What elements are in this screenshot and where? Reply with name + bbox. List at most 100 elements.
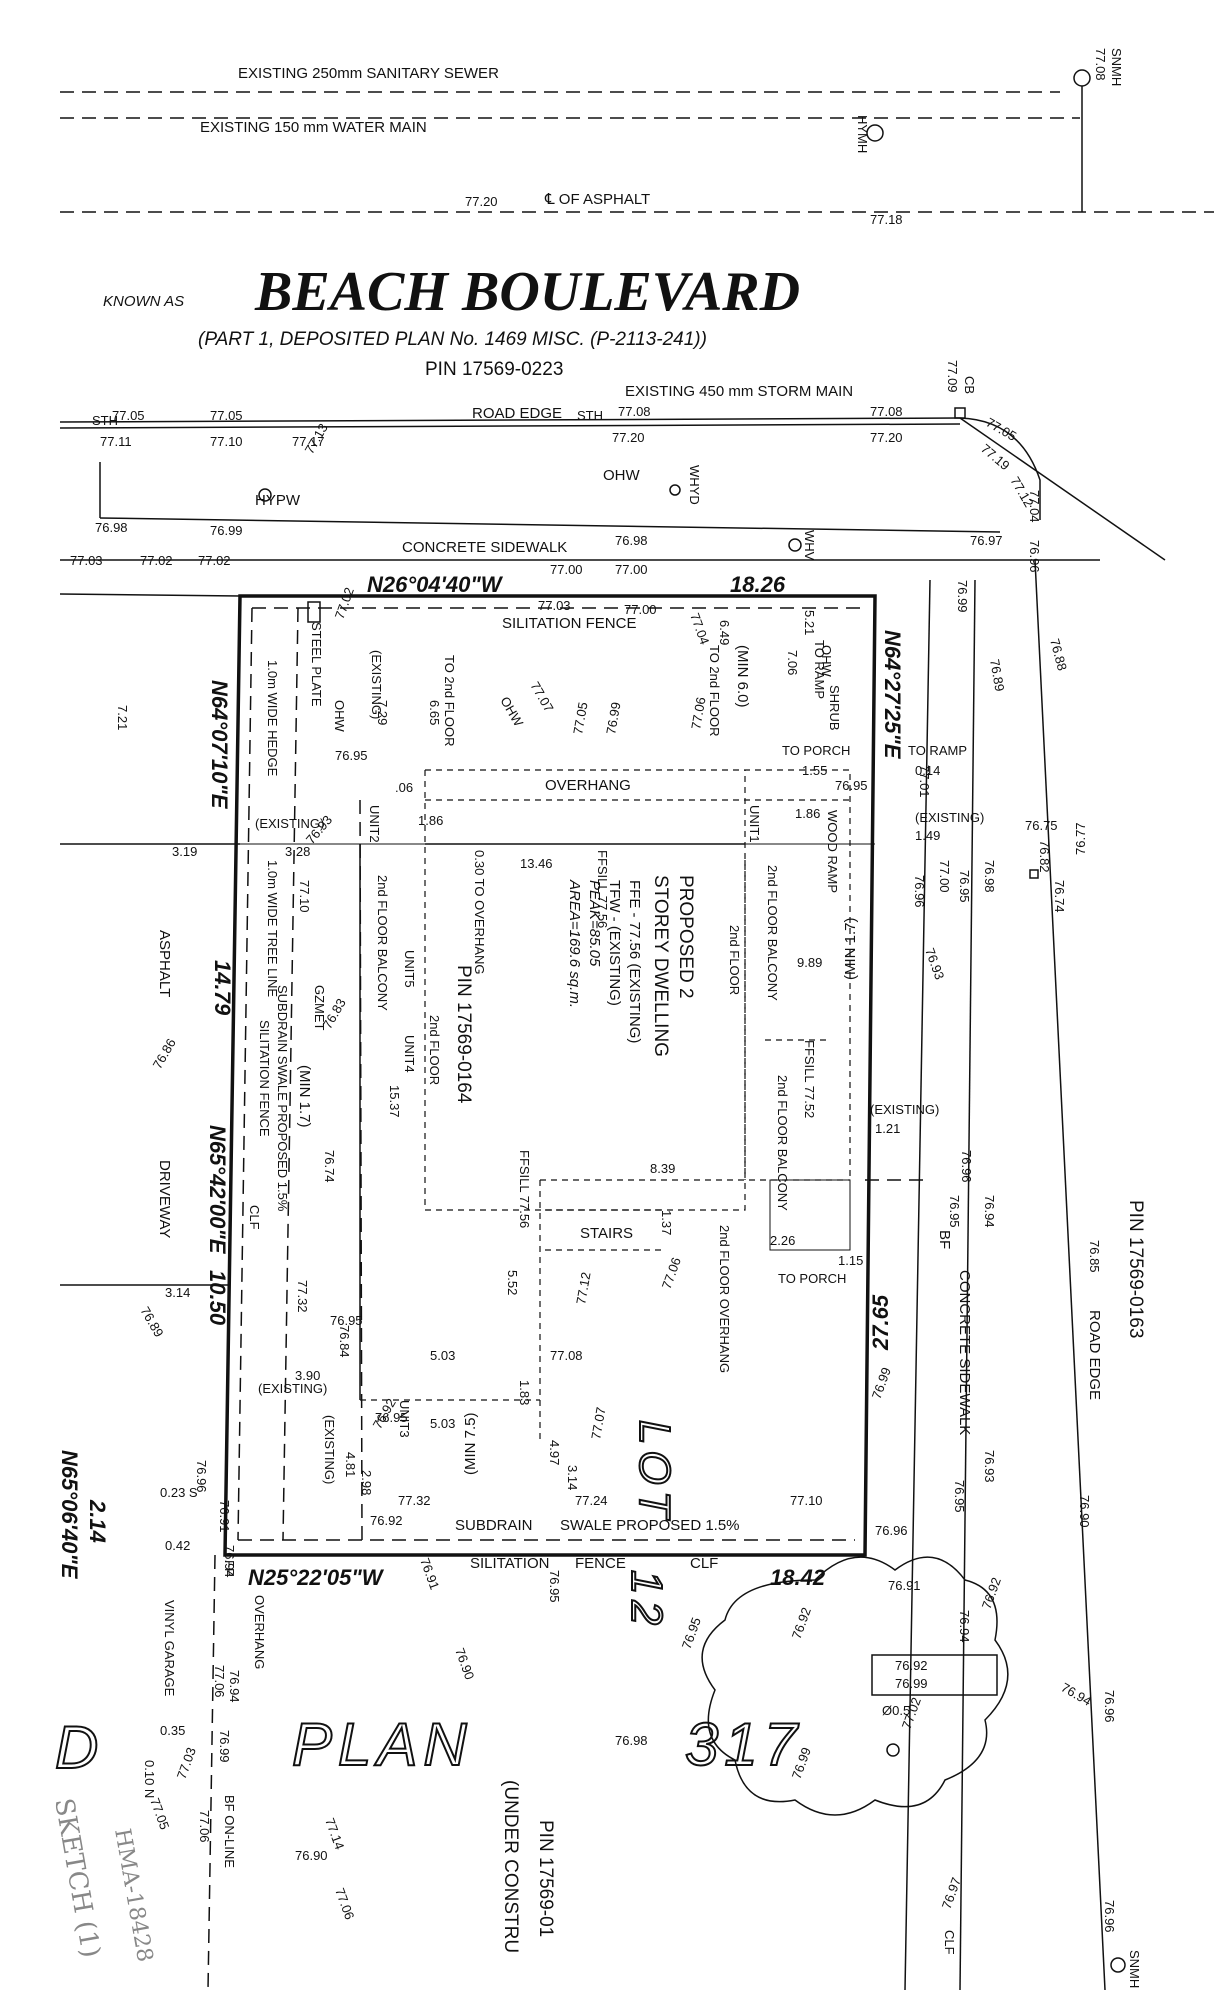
elev-label: 77.04 bbox=[1027, 490, 1042, 523]
concrete-sidewalk-east-label: CONCRETE SIDEWALK bbox=[956, 1270, 973, 1435]
dim-label: 2.98 bbox=[359, 1470, 374, 1495]
elev-label: 76.94 bbox=[227, 1670, 242, 1703]
dim-label: 6.49 bbox=[717, 620, 732, 645]
hydro-pole-icon bbox=[258, 488, 272, 502]
silt-west-label: SILITATION FENCE bbox=[257, 1020, 272, 1137]
balcony-label: 2nd FLOOR BALCONY bbox=[765, 865, 780, 1001]
building-tfw: TFW - (EXISTING) bbox=[606, 880, 623, 1006]
dim-label: 5.52 bbox=[505, 1270, 520, 1295]
elev-label: 77.04 bbox=[687, 611, 712, 647]
snmh-south-icon bbox=[1110, 1957, 1126, 1973]
tree-line-label: 1.0m WIDE TREE LINE bbox=[265, 860, 280, 997]
tree-dia-label: Ø0.5 bbox=[882, 1703, 910, 1718]
sth-label: STH bbox=[577, 408, 603, 423]
elev-label: 77.24 bbox=[575, 1493, 608, 1508]
hedge-line bbox=[282, 607, 299, 1541]
elev-label: 77.05 bbox=[147, 1796, 172, 1832]
existing-label: (EXISTING) bbox=[915, 810, 984, 825]
bearing-east: N64°27'25"E bbox=[880, 630, 905, 760]
tree-canopy-icon bbox=[701, 1556, 1009, 1816]
elev-label: 76.98 bbox=[95, 520, 128, 535]
elev-label: 76.82 bbox=[1037, 840, 1052, 873]
elev-label: 77.01 bbox=[917, 765, 932, 798]
elev-label: 77.03 bbox=[70, 553, 103, 568]
clf-label: CLF bbox=[942, 1930, 957, 1955]
silt-fence-south-label: FENCE bbox=[575, 1555, 626, 1572]
storm-main-label: EXISTING 450 mm STORM MAIN bbox=[625, 383, 853, 400]
existing-label: (EXISTING) bbox=[255, 816, 324, 831]
elev-label: 76.90 bbox=[295, 1848, 328, 1863]
asphalt-label: ASPHALT bbox=[156, 930, 173, 997]
hypw-label: HYPW bbox=[255, 492, 301, 509]
lot-number: 12 bbox=[622, 1570, 671, 1631]
subdrain-west-label: SUBDRAIN SWALE PROPOSED 1.5% bbox=[275, 985, 290, 1212]
building-pin: PIN 17569-0164 bbox=[453, 965, 474, 1104]
elev-label: 77.02 bbox=[140, 553, 173, 568]
elev-label: 77.19 bbox=[978, 441, 1013, 473]
east-features bbox=[701, 559, 1126, 1991]
clf-label: CLF bbox=[690, 1555, 718, 1572]
hymh-label: HYMH bbox=[855, 115, 870, 153]
elev-label: 76.86 bbox=[150, 1036, 179, 1072]
dim-label: 5.03 bbox=[430, 1348, 455, 1363]
elev-label: 77.05 bbox=[112, 408, 145, 423]
street-part-label: (PART 1, DEPOSITED PLAN No. 1469 MISC. (… bbox=[198, 329, 707, 350]
subdrain-label: SUBDRAIN bbox=[455, 1517, 533, 1534]
elev-label: 77.14 bbox=[322, 1816, 347, 1852]
elev-label: 77.32 bbox=[295, 1280, 310, 1313]
overhang-label-north: OVERHANG bbox=[545, 777, 631, 794]
elev-label: 76.97 bbox=[970, 533, 1003, 548]
elev-label: 77.08 bbox=[550, 1348, 583, 1363]
elev-label: 76.95 bbox=[330, 1313, 363, 1328]
hydrant-icon bbox=[669, 484, 681, 496]
dim-label: 3.14 bbox=[565, 1465, 580, 1490]
unit-label: UNIT3 bbox=[397, 1400, 412, 1438]
bearing-west-upper: N64°07'10"E bbox=[207, 680, 232, 810]
elev-label: 77.10 bbox=[210, 434, 243, 449]
concrete-sidewalk-label: CONCRETE SIDEWALK bbox=[402, 539, 567, 556]
elev-label: 76.96 bbox=[1102, 1900, 1117, 1933]
road-edge bbox=[59, 407, 1166, 561]
catch-basin-east-icon bbox=[1029, 869, 1039, 879]
road-edge-east-label: ROAD EDGE bbox=[1086, 1310, 1103, 1400]
unit-label: UNIT1 bbox=[747, 805, 762, 843]
elev-label: 76.74 bbox=[322, 1150, 337, 1183]
elev-label: 77.00 bbox=[615, 562, 648, 577]
floor-label: 2nd FLOOR bbox=[427, 1015, 442, 1085]
sanitary-sewer-label: EXISTING 250mm SANITARY SEWER bbox=[238, 65, 499, 82]
elev-label: 77.06 bbox=[688, 696, 708, 731]
existing-label: (EXISTING) bbox=[258, 1381, 327, 1396]
ohw-label: OHW bbox=[332, 700, 347, 733]
snmh-manhole-icon bbox=[1073, 69, 1091, 87]
elev-label: 76.89 bbox=[987, 658, 1007, 693]
bearing-north-length: 18.26 bbox=[730, 572, 786, 597]
bearing-sw-tie: N65°06'40"E bbox=[57, 1450, 82, 1580]
elev-label: 77.20 bbox=[870, 430, 903, 445]
dim-label: 13.46 bbox=[520, 856, 553, 871]
elev-label: 77.00 bbox=[550, 562, 583, 577]
dimensions: 7.21 3.19 3.28 3.14 0.23 S 0.42 0.35 0.1… bbox=[115, 610, 940, 1798]
bearing-east-length: 27.65 bbox=[868, 1294, 893, 1351]
elev-label: 76.98 bbox=[615, 1733, 648, 1748]
elev-label: 76.93 bbox=[982, 1450, 997, 1483]
sidewalk-west-edge bbox=[904, 579, 931, 1991]
min-setback-label: (MIN 1.7) bbox=[842, 917, 859, 980]
silt-fence-south-label: SILITATION bbox=[470, 1555, 549, 1572]
elev-label: 77.06 bbox=[197, 1810, 212, 1843]
bearing-south: N25°22'05"W bbox=[248, 1565, 385, 1590]
dim-label: 1.55 bbox=[802, 763, 827, 778]
elev-label: 77.08 bbox=[870, 404, 903, 419]
road-edge-north bbox=[59, 417, 961, 423]
dim-label: 0.14 bbox=[915, 763, 940, 778]
elev-label: 76.90 bbox=[452, 1646, 477, 1682]
dim-label: 0.23 S bbox=[160, 1485, 198, 1500]
existing-label: (EXISTING) bbox=[870, 1102, 939, 1117]
dim-label: 5.21 bbox=[802, 610, 817, 635]
elev-label: 76.91 bbox=[217, 1500, 232, 1533]
sidewalk-north-edge bbox=[99, 517, 1001, 533]
lot-outline bbox=[223, 594, 877, 1557]
elev-label: 77.05 bbox=[570, 701, 590, 736]
pin-01-label: PIN 17569-01 bbox=[535, 1820, 556, 1937]
elev-label: 76.95 bbox=[957, 870, 972, 903]
